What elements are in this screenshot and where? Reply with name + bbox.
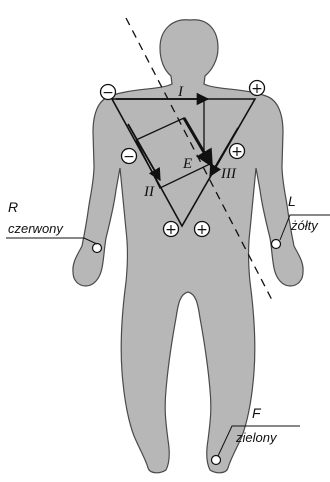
electrode-L-letter: L (288, 193, 296, 209)
svg-text:+: + (251, 81, 263, 97)
electrode-L-marker (272, 240, 281, 249)
polarity-plus-LA: + (250, 81, 265, 98)
electrode-F-color: zielony (235, 430, 278, 445)
polarity-plus-lead-III-top: + (230, 144, 245, 161)
polarity-plus-LL-left: + (164, 222, 179, 239)
electrode-R-marker (93, 244, 102, 253)
polarity-minus-RA: − (101, 85, 116, 102)
electrode-F-letter: F (252, 405, 262, 421)
svg-text:−: − (102, 85, 114, 101)
lead-I-label: I (177, 84, 184, 100)
electrode-R-letter: R (8, 199, 18, 215)
electrode-L-color: żółty (290, 218, 319, 233)
polarity-plus-LL-right: + (195, 222, 210, 239)
electrode-F-marker (212, 456, 221, 465)
lead-III-label: III (220, 166, 237, 182)
vector-E-label: E (182, 156, 192, 172)
polarity-minus-lead-III: − (122, 149, 137, 166)
svg-text:+: + (165, 222, 177, 238)
electrode-R-color: czerwony (8, 221, 64, 236)
lead-II-label: II (143, 184, 155, 200)
svg-text:+: + (196, 222, 208, 238)
svg-text:−: − (123, 149, 135, 165)
svg-text:+: + (231, 144, 243, 160)
